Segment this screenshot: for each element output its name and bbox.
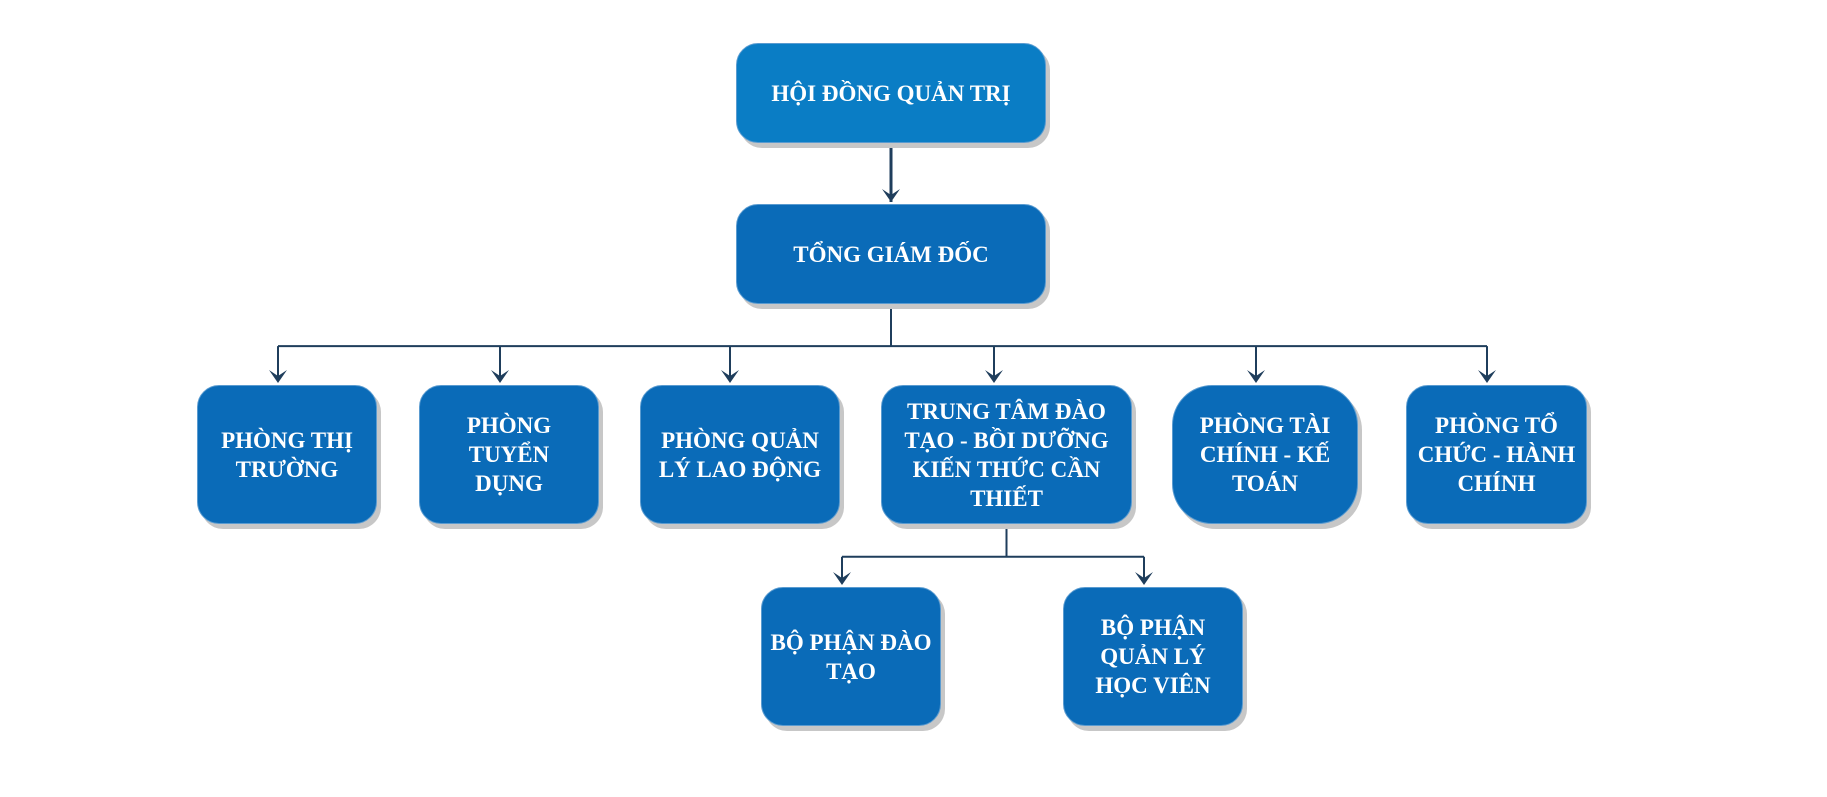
- node-tong-giam-doc[interactable]: TỔNG GIÁM ĐỐC: [736, 204, 1046, 304]
- arrowhead-icon: [1135, 572, 1153, 585]
- node-label: PHÒNG THỊ TRƯỜNG: [221, 427, 353, 482]
- node-label: TỔNG GIÁM ĐỐC: [793, 241, 989, 267]
- arrowhead-icon: [1478, 370, 1496, 383]
- arrowhead-icon: [491, 370, 509, 383]
- node-label: PHÒNG QUẢN LÝ LAO ĐỘNG: [658, 427, 822, 482]
- node-label: TRUNG TÂM ĐÀO TẠO - BỒI DƯỠNG KIẾN THỨC …: [904, 398, 1109, 511]
- node-label: PHÒNG TÀI CHÍNH - KẾ TOÁN: [1199, 413, 1331, 496]
- node-phong-quan-ly-lao-dong[interactable]: PHÒNG QUẢN LÝ LAO ĐỘNG: [640, 385, 840, 524]
- node-bo-phan-dao-tao[interactable]: BỘ PHẬN ĐÀO TẠO: [761, 587, 941, 726]
- node-phong-tuyen-dung[interactable]: PHÒNG TUYỂN DỤNG: [419, 385, 599, 524]
- arrowhead-icon: [833, 572, 851, 585]
- node-trung-tam-dao-tao[interactable]: TRUNG TÂM ĐÀO TẠO - BỒI DƯỠNG KIẾN THỨC …: [881, 385, 1132, 524]
- arrowhead-icon: [269, 370, 287, 383]
- arrowhead-icon: [882, 189, 900, 202]
- node-hoi-dong-quan-tri[interactable]: HỘI ĐỒNG QUẢN TRỊ: [736, 43, 1046, 143]
- node-label: BỘ PHẬN ĐÀO TẠO: [770, 629, 932, 684]
- node-bo-phan-quan-ly-hoc-vien[interactable]: BỘ PHẬN QUẢN LÝ HỌC VIÊN: [1063, 587, 1243, 726]
- node-label: HỘI ĐỒNG QUẢN TRỊ: [771, 80, 1011, 106]
- node-phong-to-chuc-hanh-chinh[interactable]: PHÒNG TỔ CHỨC - HÀNH CHÍNH: [1406, 385, 1587, 524]
- arrowhead-icon: [721, 370, 739, 383]
- node-label: PHÒNG TUYỂN DỤNG: [466, 413, 552, 496]
- node-phong-thi-truong[interactable]: PHÒNG THỊ TRƯỜNG: [197, 385, 377, 524]
- node-phong-tai-chinh-ke-toan[interactable]: PHÒNG TÀI CHÍNH - KẾ TOÁN: [1172, 385, 1358, 524]
- arrowhead-icon: [1247, 370, 1265, 383]
- node-label: PHÒNG TỔ CHỨC - HÀNH CHÍNH: [1417, 413, 1576, 496]
- node-label: BỘ PHẬN QUẢN LÝ HỌC VIÊN: [1095, 615, 1211, 698]
- arrowhead-icon: [985, 370, 1003, 383]
